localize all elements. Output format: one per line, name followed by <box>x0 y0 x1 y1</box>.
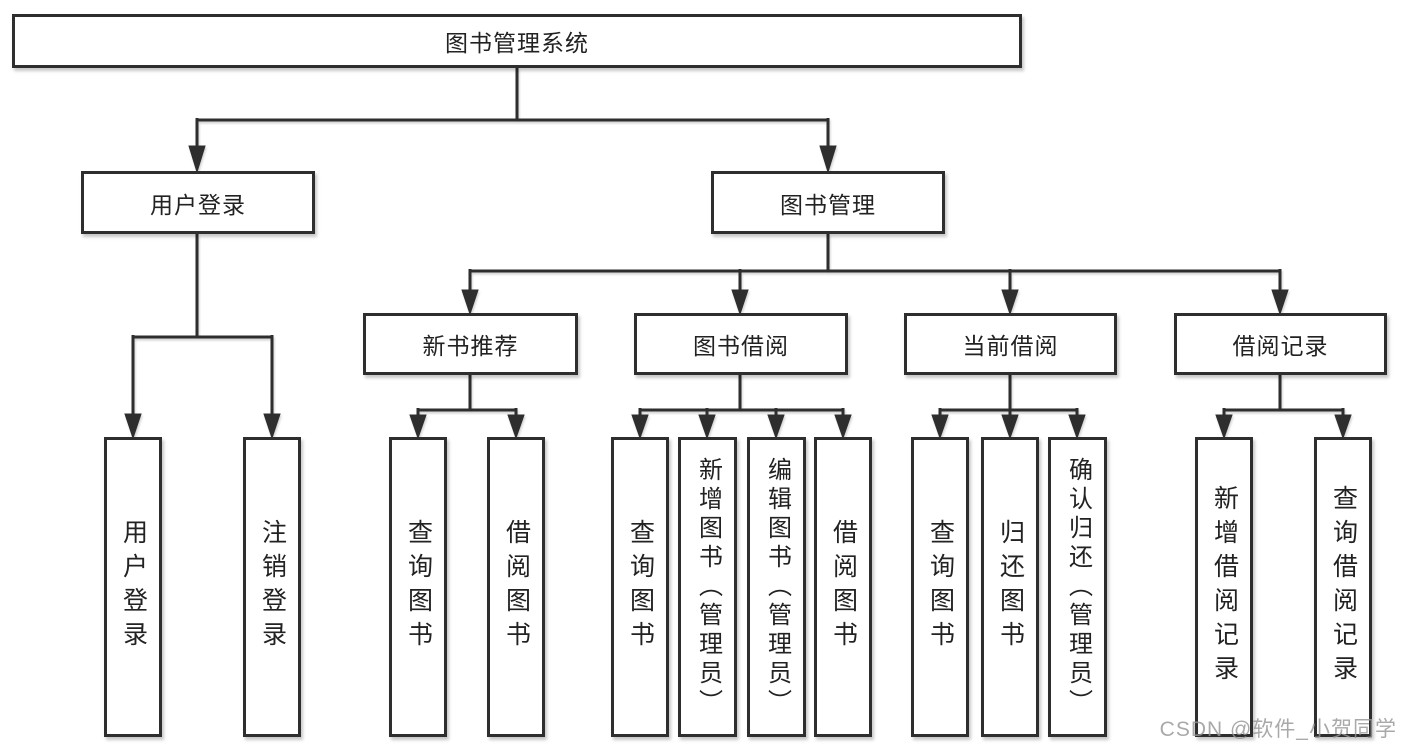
node-new-book-recommend: 新书推荐 <box>363 313 578 375</box>
node-current-borrow: 当前借阅 <box>904 313 1117 375</box>
leaf-borrow-query-book-label: 查询图书 <box>626 519 655 655</box>
node-new-book-recommend-label: 新书推荐 <box>422 333 519 359</box>
node-book-management-label: 图书管理 <box>780 191 876 218</box>
connector-rec-to-leaves <box>409 375 525 440</box>
connector-current-to-leaves <box>931 375 1086 440</box>
leaf-rec-query-book-label: 查询图书 <box>404 519 433 655</box>
leaf-rec-query-book: 查询图书 <box>389 437 447 737</box>
node-current-borrow-label: 当前借阅 <box>962 333 1059 359</box>
leaf-logout: 注销登录 <box>243 437 301 737</box>
csdn-watermark: CSDN @软件_小贺同学 <box>1159 718 1397 741</box>
connector-borrow-to-leaves <box>631 375 852 440</box>
node-user-login-label: 用户登录 <box>150 191 246 218</box>
node-book-borrow-label: 图书借阅 <box>693 333 789 359</box>
node-root: 图书管理系统 <box>12 14 1022 68</box>
connector-book-to-level3 <box>461 234 1289 316</box>
leaf-current-query-book: 查询图书 <box>911 437 969 737</box>
leaf-borrow-add-book-admin: 新增图书（管理员） <box>678 437 737 737</box>
leaf-record-add-record: 新增借阅记录 <box>1195 437 1253 737</box>
leaf-borrow-query-book: 查询图书 <box>611 437 669 737</box>
leaf-current-return-book-label: 归还图书 <box>996 519 1025 655</box>
leaf-borrow-edit-book-admin: 编辑图书（管理员） <box>747 437 806 737</box>
leaf-current-confirm-return-admin: 确认归还（管理员） <box>1048 437 1107 737</box>
leaf-record-query-record: 查询借阅记录 <box>1314 437 1372 737</box>
leaf-borrow-add-book-admin-label: 新增图书（管理员） <box>694 456 722 718</box>
node-book-borrow: 图书借阅 <box>634 313 848 375</box>
node-book-management: 图书管理 <box>711 171 945 234</box>
leaf-record-add-record-label: 新增借阅记录 <box>1210 485 1239 689</box>
leaf-current-confirm-return-admin-label: 确认归还（管理员） <box>1064 456 1092 718</box>
leaf-rec-borrow-book: 借阅图书 <box>487 437 545 737</box>
leaf-user-login: 用户登录 <box>104 437 162 737</box>
connector-record-to-leaves <box>1215 375 1352 440</box>
connector-root-to-level2 <box>188 68 837 174</box>
leaf-borrow-borrow-book: 借阅图书 <box>814 437 872 737</box>
leaf-record-query-record-label: 查询借阅记录 <box>1329 485 1358 689</box>
connector-user-to-leaves <box>124 234 281 440</box>
leaf-user-login-label: 用户登录 <box>119 519 148 655</box>
leaf-rec-borrow-book-label: 借阅图书 <box>502 519 531 655</box>
node-borrow-record: 借阅记录 <box>1174 313 1387 375</box>
node-borrow-record-label: 借阅记录 <box>1232 333 1329 359</box>
leaf-borrow-borrow-book-label: 借阅图书 <box>829 519 858 655</box>
leaf-current-query-book-label: 查询图书 <box>926 519 955 655</box>
node-root-label: 图书管理系统 <box>445 30 589 56</box>
leaf-current-return-book: 归还图书 <box>981 437 1039 737</box>
leaf-borrow-edit-book-admin-label: 编辑图书（管理员） <box>763 456 791 718</box>
leaf-logout-label: 注销登录 <box>258 519 287 655</box>
node-user-login: 用户登录 <box>81 171 315 234</box>
